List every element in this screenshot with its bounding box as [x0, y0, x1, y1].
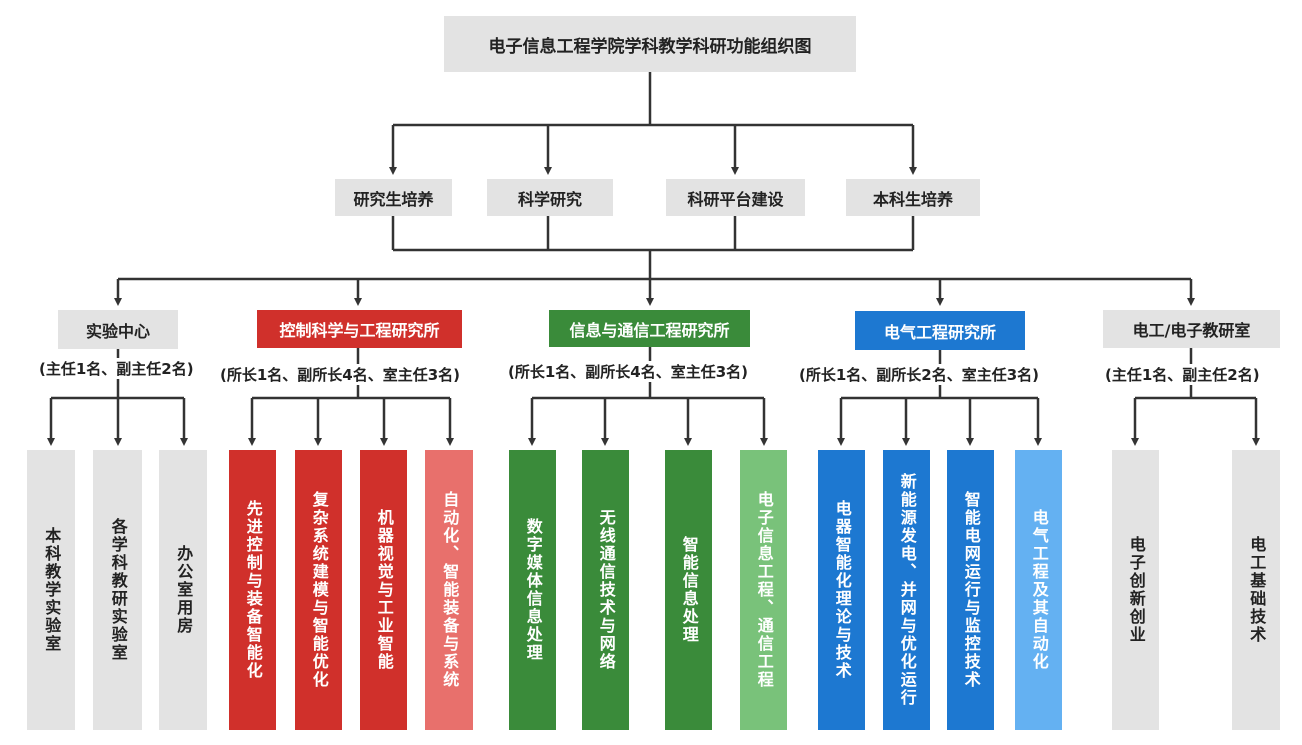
- leaf-electrical-automation: 电气工程及其自动化: [1015, 450, 1062, 730]
- leaf-discipline-lab: 各学科教研实验室: [93, 450, 142, 730]
- function-graduate-training: 研究生培养: [335, 179, 452, 216]
- leaf-complex-systems: 复杂系统建模与智能优化: [295, 450, 342, 730]
- unit-lab-center-staff: (主任1名、副主任2名): [37, 358, 196, 379]
- unit-electrical-institute: 电气工程研究所: [855, 311, 1025, 350]
- unit-electrical-institute-staff: (所长1名、副所长2名、室主任3名): [797, 364, 1042, 385]
- leaf-wireless-comm: 无线通信技术与网络: [582, 450, 629, 730]
- unit-ict-institute: 信息与通信工程研究所: [549, 310, 750, 347]
- chart-title: 电子信息工程学院学科教学科研功能组织图: [444, 16, 856, 72]
- unit-electrotech-office: 电工/电子教研室: [1103, 310, 1280, 348]
- leaf-electrical-intelligence: 电器智能化理论与技术: [818, 450, 865, 730]
- leaf-electronic-innovation: 电子创新创业: [1112, 450, 1159, 730]
- leaf-electrotech-basics: 电工基础技术: [1232, 450, 1280, 730]
- leaf-advanced-control: 先进控制与装备智能化: [229, 450, 276, 730]
- unit-control-institute: 控制科学与工程研究所: [257, 310, 462, 348]
- leaf-machine-vision: 机器视觉与工业智能: [360, 450, 407, 730]
- leaf-intelligent-info: 智能信息处理: [665, 450, 712, 730]
- unit-lab-center: 实验中心: [58, 310, 178, 349]
- leaf-digital-media: 数字媒体信息处理: [509, 450, 556, 730]
- unit-electrotech-office-staff: (主任1名、副主任2名): [1103, 364, 1262, 385]
- leaf-smart-grid: 智能电网运行与监控技术: [947, 450, 994, 730]
- leaf-new-energy: 新能源发电、并网与优化运行: [883, 450, 930, 730]
- leaf-ee-comm-eng: 电子信息工程、通信工程: [740, 450, 787, 730]
- unit-control-institute-staff: (所长1名、副所长4名、室主任3名): [218, 364, 463, 385]
- leaf-undergrad-lab: 本科教学实验室: [27, 450, 75, 730]
- function-scientific-research: 科学研究: [487, 179, 613, 216]
- unit-ict-institute-staff: (所长1名、副所长4名、室主任3名): [506, 361, 751, 382]
- function-research-platform: 科研平台建设: [666, 179, 805, 216]
- function-undergraduate-training: 本科生培养: [846, 179, 980, 216]
- leaf-office-room: 办公室用房: [159, 450, 207, 730]
- leaf-automation: 自动化、智能装备与系统: [425, 450, 473, 730]
